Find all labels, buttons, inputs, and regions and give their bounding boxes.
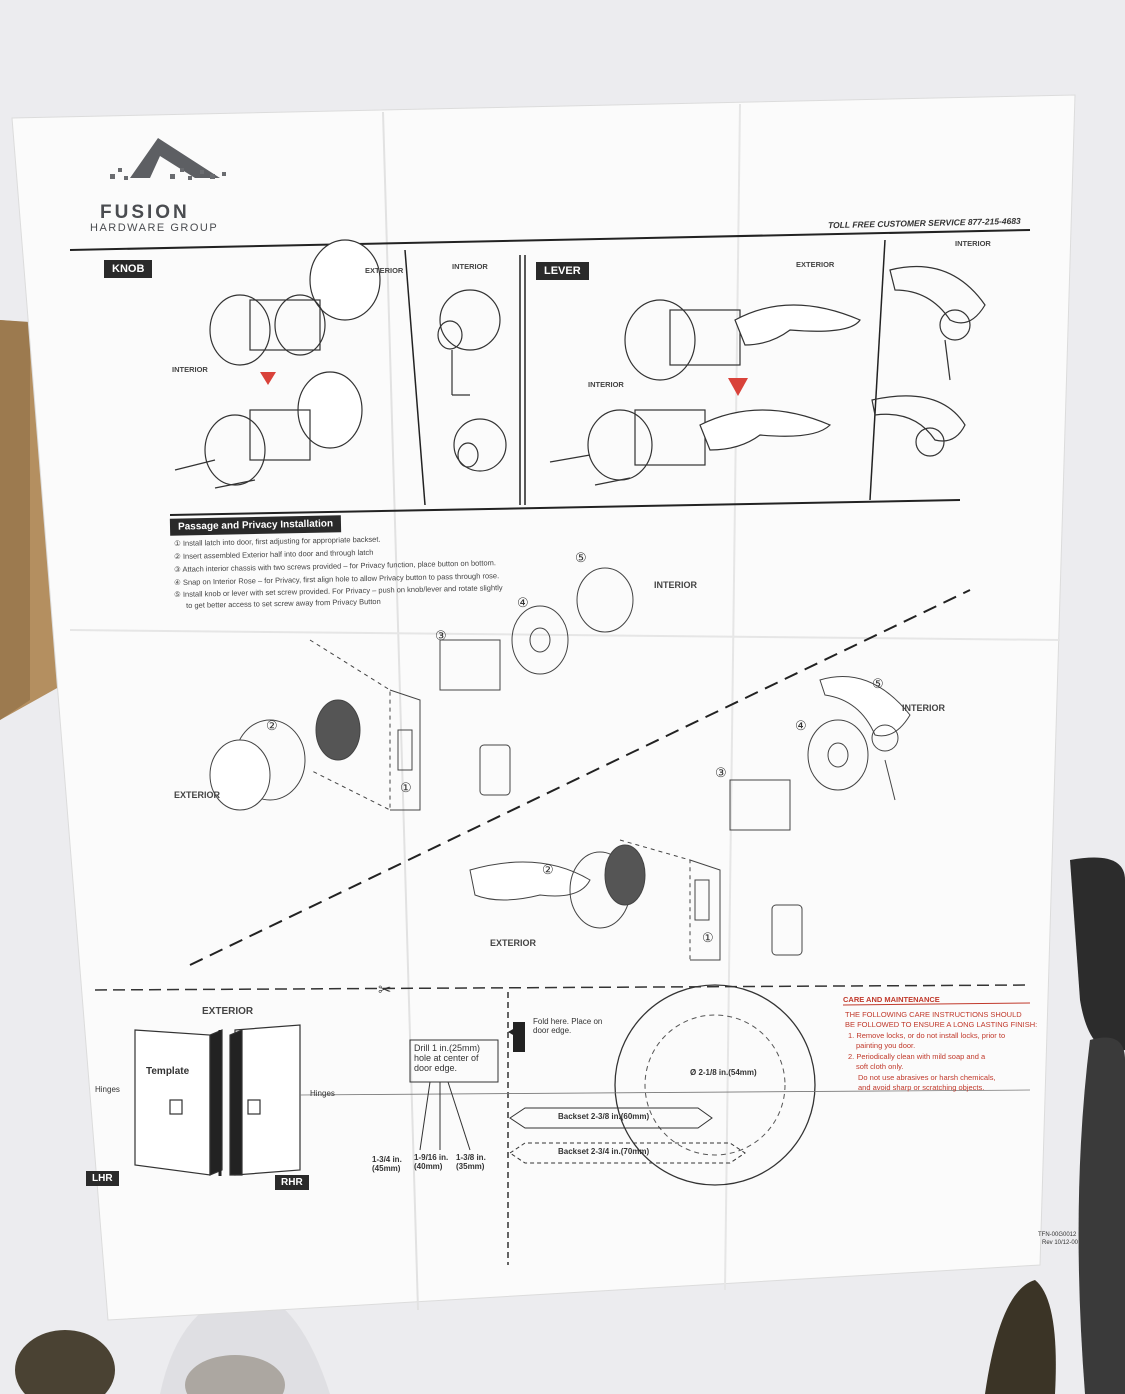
backset-arrow-1	[509, 1107, 713, 1129]
callout-2a: ②	[266, 718, 278, 733]
callout-2b: ②	[542, 862, 554, 877]
callout-4a: ④	[517, 595, 529, 610]
backset-2: Backset 2-3/4 in.(70mm)	[558, 1147, 650, 1156]
label-interior-lever: INTERIOR	[588, 380, 624, 389]
thickness-1: 1-3/4 in. (45mm)	[372, 1155, 402, 1173]
door-edge-lever	[469, 676, 911, 961]
label-interior-lever-install: INTERIOR	[902, 703, 946, 713]
care-line-1: THE FOLLOWING CARE INSTRUCTIONS SHOULD	[845, 1010, 1022, 1019]
care-line-6: soft cloth only.	[856, 1062, 904, 1071]
revision: Rev 10/12-00	[1042, 1240, 1079, 1246]
care-line-5: 2. Periodically clean with mild soap and…	[848, 1052, 986, 1061]
callout-3a: ③	[435, 628, 447, 643]
care-line-4: painting you door.	[856, 1041, 916, 1050]
label-interior-knob: INTERIOR	[172, 365, 208, 374]
callout-1b: ①	[702, 930, 714, 945]
door-edge-knob	[209, 567, 634, 811]
label-interior-lever-col: INTERIOR	[955, 239, 991, 248]
thickness-3: 1-3/8 in. (35mm)	[456, 1153, 486, 1171]
brass-lever-right	[985, 1280, 1056, 1394]
callout-5b: ⑤	[872, 676, 884, 691]
interior-knob-diagram	[437, 289, 507, 472]
callout-4b: ④	[795, 718, 807, 733]
callout-5a: ⑤	[575, 550, 587, 565]
care-line-3: 1. Remove locks, or do not install locks…	[848, 1031, 1006, 1040]
label-exterior-lever-install: EXTERIOR	[490, 938, 537, 948]
door-template-figure	[134, 1024, 301, 1176]
fold-text: Fold here. Place on door edge.	[533, 1017, 603, 1035]
template-exterior: EXTERIOR	[202, 1006, 254, 1017]
knob-diagram-top	[174, 239, 381, 489]
interior-lever-diagram	[871, 266, 986, 457]
fusion-logo	[110, 138, 226, 180]
lever-diagram-top	[549, 299, 861, 486]
hardware-piece-right	[1070, 857, 1125, 1052]
drill-text: Drill 1 in.(25mm) hole at center of door…	[414, 1043, 481, 1073]
lever-header: LEVER	[536, 262, 589, 280]
install-header: Passage and Privacy Installation	[169, 515, 342, 536]
brass-knob-left	[15, 1330, 115, 1394]
thickness-2: 1-9/16 in. (40mm)	[414, 1153, 449, 1171]
bore-circle	[614, 984, 816, 1186]
part-number: TFN-00G0012	[1038, 1232, 1077, 1238]
red-arrow-knob	[260, 372, 276, 385]
backset-arrow-2	[509, 1142, 746, 1164]
callout-1a: ①	[400, 780, 412, 795]
backset-1: Backset 2-3/8 in.(60mm)	[558, 1112, 650, 1121]
red-arrow-lever	[728, 378, 748, 396]
hinges-left: Hinges	[95, 1085, 120, 1094]
care-line-8: and avoid sharp or scratching objects.	[858, 1083, 985, 1092]
hinges-right: Hinges	[310, 1089, 335, 1098]
paper	[11, 94, 1076, 1321]
knob-header: KNOB	[104, 260, 153, 278]
template-label: Template	[146, 1066, 190, 1077]
brand-name: FUSION	[100, 202, 190, 223]
label-interior-knob-install: INTERIOR	[654, 580, 698, 590]
brand-subtitle: HARDWARE GROUP	[90, 222, 219, 234]
care-line-7: Do not use abrasives or harsh chemicals,	[858, 1073, 996, 1082]
lhr-label: LHR	[86, 1171, 119, 1186]
bore-diameter: Ø 2-1/8 in.(54mm)	[690, 1068, 757, 1077]
callout-3b: ③	[715, 765, 727, 780]
drill-box	[409, 1039, 499, 1083]
label-exterior-lever: EXTERIOR	[796, 260, 835, 269]
care-title: CARE AND MAINTENANCE	[843, 995, 940, 1004]
label-exterior-knob: EXTERIOR	[365, 266, 404, 275]
label-exterior-knob-install: EXTERIOR	[174, 790, 221, 800]
label-interior-knob-col: INTERIOR	[452, 262, 488, 271]
scissors-icon: ✂	[378, 982, 391, 999]
rhr-label: RHR	[275, 1175, 309, 1190]
care-line-2: BE FOLLOWED TO ENSURE A LONG LASTING FIN…	[845, 1020, 1038, 1029]
